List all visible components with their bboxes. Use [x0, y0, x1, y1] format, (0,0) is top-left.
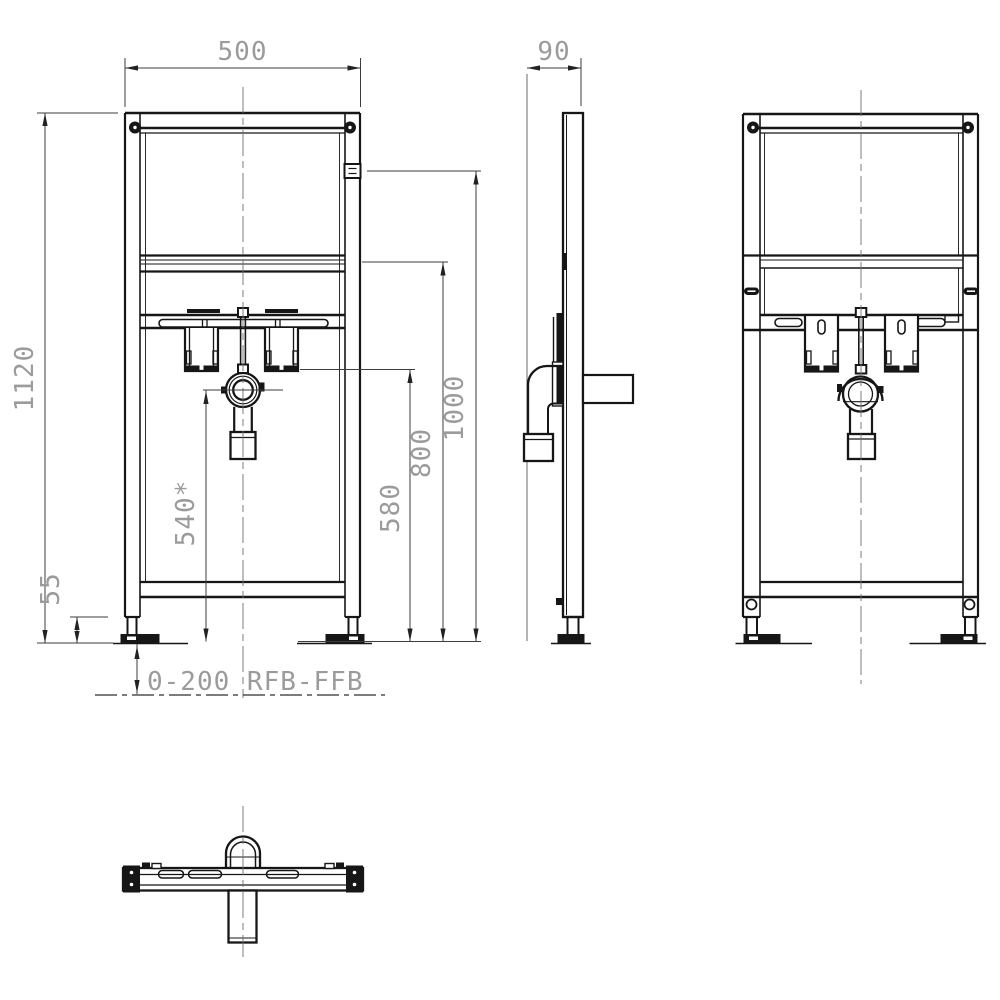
dim-fixing-height-label: 1000 [440, 375, 470, 442]
rear-feet [735, 617, 986, 645]
side-view [522, 74, 635, 645]
top-view [121, 835, 365, 944]
dimension-depth: 90 [527, 37, 582, 106]
front-feet [113, 617, 372, 645]
top-end-cap-right [346, 865, 363, 893]
rear-lower-crossbar [743, 580, 978, 611]
side-bracket-edge [556, 313, 563, 370]
side-wall-arm [581, 373, 635, 405]
dim-crossbar-height-label: 800 [407, 428, 437, 478]
side-drain-coupling [522, 432, 555, 463]
dim-floor-range-label: 0-200 RFB-FFB [147, 667, 364, 697]
dimension-foot-height: 55 [36, 572, 108, 643]
dimension-width: 500 [124, 37, 361, 107]
front-bracket-left [183, 328, 220, 373]
dim-depth-label: 90 [537, 37, 570, 67]
top-drain-pipe [227, 889, 258, 944]
screw-center [966, 125, 970, 130]
front-frame [123, 111, 362, 619]
dimension-fixing-height: 1000 [298, 170, 481, 642]
screw-center [751, 125, 755, 130]
rear-bracket-left [803, 313, 840, 373]
rear-frame [741, 112, 980, 619]
dimension-bracket-height: 580 [300, 369, 415, 642]
rear-bracket-right [883, 313, 920, 373]
front-fixing-clamp [343, 163, 362, 179]
screw-icon [745, 598, 758, 611]
front-bracket-right [263, 328, 300, 373]
side-drain-elbow [522, 364, 563, 463]
rear-drain-coupling [846, 432, 877, 461]
rear-drain-trap [837, 375, 884, 461]
dimension-floor-range: 0-200 RFB-FFB [95, 644, 385, 697]
top-end-cap-left [123, 865, 140, 893]
dimension-trap-height: 540* [171, 389, 283, 642]
side-foot [551, 615, 591, 645]
dim-width-label: 500 [218, 37, 268, 67]
dim-trap-height-label: 540* [171, 480, 201, 547]
dim-bracket-height-label: 580 [376, 483, 406, 533]
top-rail-slots [157, 869, 300, 879]
side-fixing-block [556, 598, 563, 605]
dimension-crossbar-height: 800 [362, 261, 448, 642]
rear-rail-slots [744, 287, 979, 295]
front-view [113, 111, 372, 645]
screw-center [133, 125, 137, 130]
screw-icon [963, 598, 976, 611]
dimension-annotations: 500 90 1120 55 [10, 37, 582, 697]
screw-center [348, 125, 352, 130]
dimension-total-height: 1120 [10, 112, 118, 644]
dim-total-height-label: 1120 [10, 345, 40, 412]
dim-foot-height-label: 55 [36, 572, 66, 605]
